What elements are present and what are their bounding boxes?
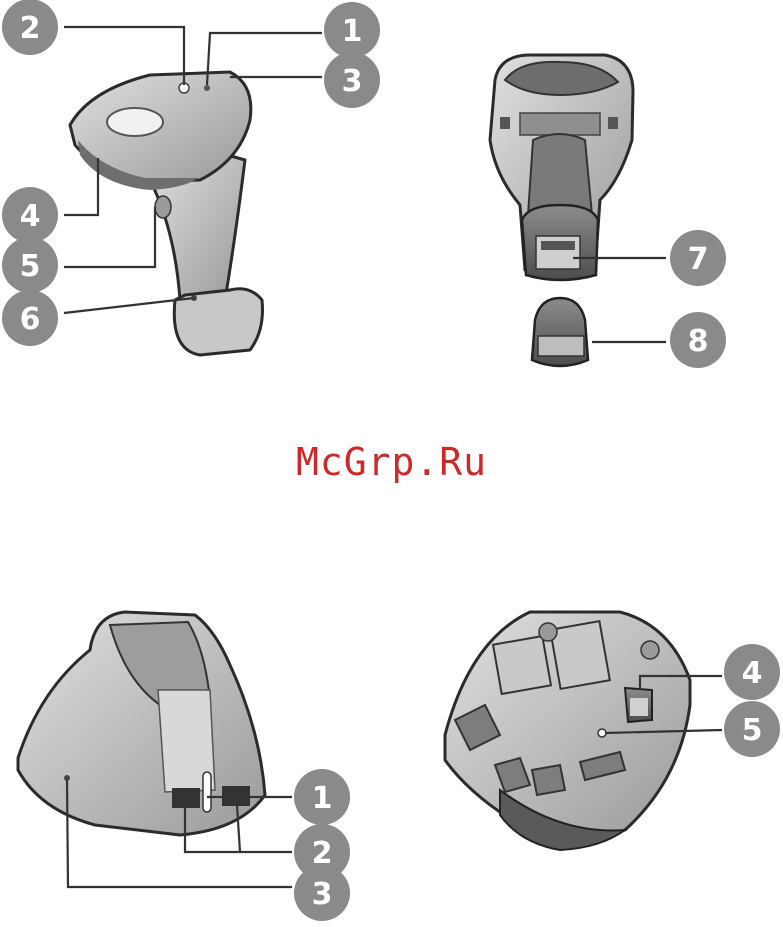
cradle-front-illustration bbox=[18, 612, 265, 835]
svg-text:3: 3 bbox=[342, 64, 363, 99]
svg-text:8: 8 bbox=[688, 324, 709, 359]
svg-text:7: 7 bbox=[688, 242, 709, 277]
callout-badge-3: 3 bbox=[324, 52, 380, 108]
callout-badge-1-bottom: 1 bbox=[294, 769, 350, 825]
callout-badge-5: 5 bbox=[2, 237, 58, 293]
callout-badge-1: 1 bbox=[324, 2, 380, 58]
callout-badge-3-bottom: 3 bbox=[294, 865, 350, 921]
callout-badge-4-bottom: 4 bbox=[724, 644, 780, 700]
svg-text:4: 4 bbox=[20, 199, 41, 234]
callout-badge-4: 4 bbox=[2, 187, 58, 243]
callout-badge-5-bottom: 5 bbox=[724, 701, 780, 757]
callout-badge-7: 7 bbox=[670, 230, 726, 286]
svg-text:1: 1 bbox=[342, 14, 363, 49]
svg-text:6: 6 bbox=[20, 302, 41, 337]
callout-badge-8: 8 bbox=[670, 312, 726, 368]
svg-text:3: 3 bbox=[312, 877, 333, 912]
scanner-back-illustration bbox=[490, 55, 633, 366]
watermark-text: McGrp.Ru bbox=[0, 440, 783, 484]
svg-text:1: 1 bbox=[312, 781, 333, 816]
svg-text:5: 5 bbox=[20, 249, 41, 284]
svg-text:5: 5 bbox=[742, 713, 763, 748]
svg-text:2: 2 bbox=[20, 11, 41, 46]
callout-badge-2: 2 bbox=[2, 0, 58, 55]
svg-text:4: 4 bbox=[742, 656, 763, 691]
callout-badge-6: 6 bbox=[2, 290, 58, 346]
